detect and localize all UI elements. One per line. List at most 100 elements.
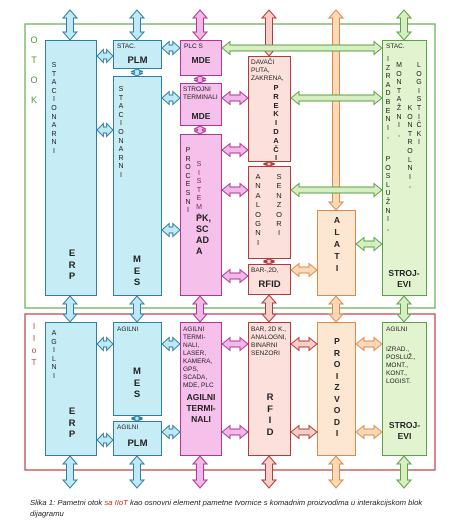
vertical-char: D: [273, 126, 279, 136]
plm-agile-label: PLM: [127, 438, 148, 449]
vertical-char: I: [387, 216, 389, 224]
vertical-char: E: [185, 181, 191, 189]
vertical-char: G: [416, 79, 422, 87]
vertical-char: E: [273, 100, 279, 110]
strojevi-agile-line-1: IZRAD.,: [386, 346, 410, 353]
vertical-char: N: [385, 116, 391, 124]
vertical-char: D: [385, 90, 391, 98]
vertical-char: I: [387, 124, 389, 132]
vertical-char: P: [68, 271, 76, 282]
vertical-char: I: [409, 173, 411, 181]
plm-stationary-prefix: STAC.: [117, 43, 136, 50]
vertical-char: T: [51, 70, 57, 78]
vertical-char: R: [118, 154, 124, 162]
strojevi-agile-prefix: AGILNI: [386, 326, 408, 333]
vertical-char: S: [51, 62, 57, 69]
vertical-char: I: [335, 370, 339, 381]
vertical-char: N: [118, 137, 124, 145]
agilni-terminali-box: [180, 322, 222, 456]
vertical-char: R: [68, 259, 76, 271]
agilni-terminali-label-c: NALI: [191, 414, 211, 424]
plm-agile-prefix: AGILNI: [117, 424, 139, 431]
vertical-char: T: [396, 87, 402, 95]
vertical-char: T: [334, 251, 340, 261]
vertical-char: N: [396, 79, 402, 87]
vertical-char: A: [255, 172, 261, 181]
vertical-char: E: [68, 406, 76, 417]
plc-s-label: PLC S: [184, 43, 203, 50]
strojni-terminali-line-2: TERMINALI: [183, 94, 218, 101]
vertical-char: S: [196, 178, 202, 186]
pk-scada-label-text: PK, SCADA: [196, 213, 212, 256]
vertical-char: R: [185, 155, 191, 163]
vertical-char: R: [276, 219, 282, 229]
strojni-terminali-line-1: STROJNI: [183, 86, 211, 93]
davaci-prekidaci-box: [248, 56, 291, 162]
davaci-line-2: PUTA,: [251, 67, 270, 74]
vertical-char: ,: [398, 130, 400, 138]
vertical-char: I: [418, 87, 420, 95]
vertical-char: R: [273, 91, 279, 101]
vertical-char: K: [30, 95, 37, 105]
vertical-char: I: [120, 171, 122, 179]
vertical-char: I: [53, 372, 55, 380]
otok-frame: [24, 23, 436, 309]
vertical-char: O: [385, 164, 391, 172]
vertical-char: I: [274, 153, 278, 163]
vertical-char: N: [255, 228, 261, 238]
vertical-char: R: [407, 139, 413, 147]
agilni-line-1: AGILNI: [183, 326, 205, 333]
strojevi-agile-label-b: EVI: [397, 431, 412, 441]
agilni-line-4: LASER,: [183, 350, 207, 357]
vertical-char: I: [32, 321, 36, 331]
vertical-char: T: [31, 357, 37, 367]
vertical-char: I: [198, 212, 200, 220]
vertical-char: P: [273, 83, 279, 92]
vertical-char: I: [387, 56, 389, 63]
vertical-char: O: [407, 147, 413, 155]
vertical-char: K: [407, 105, 413, 112]
vertical-char: K: [273, 109, 279, 119]
vertical-char: A: [385, 81, 391, 89]
vertical-char: R: [333, 347, 341, 358]
agilni-line-7: SCADA,: [183, 374, 208, 381]
rfid-top-prefix: BAR-,2D,: [251, 267, 279, 274]
vertical-char: Z: [276, 200, 282, 210]
vertical-char: A: [118, 103, 124, 111]
vertical-char: ,: [387, 133, 389, 141]
vertical-char: O: [30, 35, 38, 45]
vertical-char: I: [53, 96, 55, 104]
vertical-char: P: [334, 336, 340, 346]
vertical-char: K: [416, 130, 422, 138]
strojevi-agile-label-a: STROJ-: [388, 420, 421, 430]
pk-scada-label: PK, SCADA: [196, 213, 222, 257]
vertical-char: L: [255, 200, 261, 210]
vertical-char: O: [333, 359, 341, 369]
vertical-char: T: [416, 104, 422, 112]
vertical-char: O: [51, 104, 57, 112]
vertical-char: C: [185, 172, 191, 180]
vertical-char: N: [407, 122, 413, 130]
vertical-char: N: [51, 113, 57, 121]
vertical-char: A: [273, 135, 279, 145]
vertical-char: L: [408, 156, 412, 164]
vertical-char: I: [274, 118, 278, 128]
strojevi-stationary-box: [382, 40, 427, 296]
rfid-bottom-box: [248, 322, 291, 456]
strojevi-stationary-label: STROJ-EVI: [384, 268, 424, 290]
vertical-char: I: [53, 147, 55, 155]
caption-highlight: sa IIoT: [104, 498, 128, 507]
vertical-char: I: [198, 169, 200, 177]
vertical-char: M: [196, 203, 202, 211]
